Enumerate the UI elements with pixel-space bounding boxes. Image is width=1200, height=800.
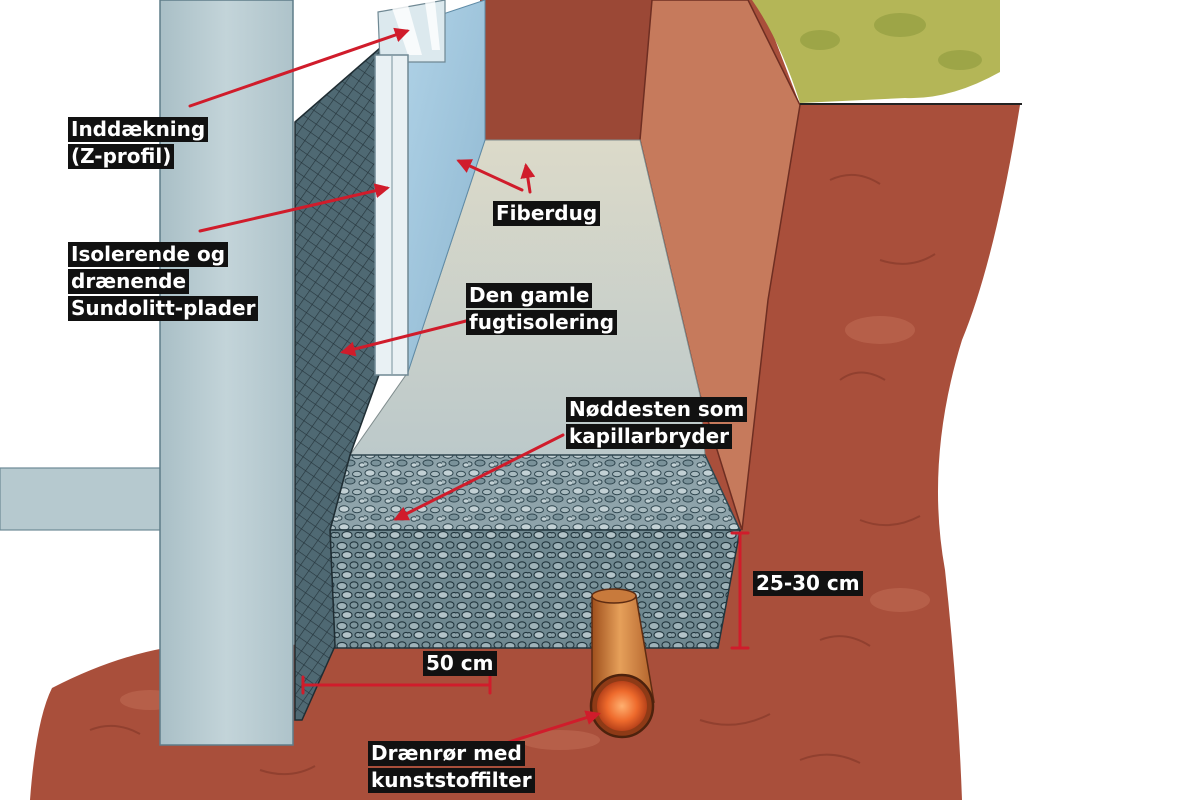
arrow-fiber-cloth-left (456, 159, 524, 192)
label-insulation-line-3: Sundolitt-plader (68, 296, 259, 321)
foundation-wall (159, 0, 294, 746)
label-height-dimension-line-1: 25-30 cm (753, 571, 863, 596)
grass-texture (800, 13, 982, 70)
gravel-layer (329, 529, 741, 649)
dimension-line-height (730, 531, 750, 650)
label-insulation-line-1: Isolerende og (68, 242, 229, 267)
label-insulation: Isolerende og drænende Sundolitt-plader (68, 242, 259, 323)
trench-back-wall (480, 0, 652, 140)
label-gravel: Nøddesten som kapillarbryder (566, 397, 748, 451)
label-z-profile-line-2: (Z-profil) (68, 144, 175, 169)
arrow-gravel (393, 433, 565, 521)
label-gravel-line-1: Nøddesten som (566, 397, 748, 422)
label-z-profile: Inddækning (Z-profil) (68, 117, 209, 171)
grass (752, 0, 1000, 103)
label-z-profile-line-1: Inddækning (68, 117, 209, 142)
label-damp-proofing-line-1: Den gamle (466, 283, 593, 308)
label-width-dimension-line-1: 50 cm (423, 651, 497, 676)
label-drain-pipe: Drænrør med kunststoffilter (368, 741, 535, 795)
soil-texture (89, 173, 936, 776)
arrow-drain-pipe (504, 710, 601, 745)
drain-pipe-inner (597, 681, 647, 731)
drain-pipe (589, 588, 655, 739)
arrow-fiber-cloth-up (520, 163, 536, 194)
arrow-damp-proofing (340, 318, 472, 357)
arrow-z-profile (188, 27, 410, 108)
label-gravel-line-2: kapillarbryder (566, 424, 732, 449)
label-width-dimension: 50 cm (423, 651, 497, 678)
label-drain-pipe-line-1: Drænrør med (368, 741, 525, 766)
drain-pipe-top-end (591, 588, 637, 604)
dimension-line-width (301, 675, 492, 695)
floor-slab (0, 467, 166, 531)
label-fiber-cloth: Fiberdug (493, 201, 601, 228)
label-drain-pipe-line-2: kunststoffilter (368, 768, 535, 793)
gravel-top-surface (329, 454, 742, 531)
label-insulation-line-2: drænende (68, 269, 190, 294)
label-damp-proofing-line-2: fugtisolering (466, 310, 618, 335)
label-damp-proofing: Den gamle fugtisolering (466, 283, 618, 337)
label-fiber-cloth-line-1: Fiberdug (493, 201, 601, 226)
arrow-insulation (198, 183, 390, 233)
label-height-dimension: 25-30 cm (753, 571, 863, 598)
